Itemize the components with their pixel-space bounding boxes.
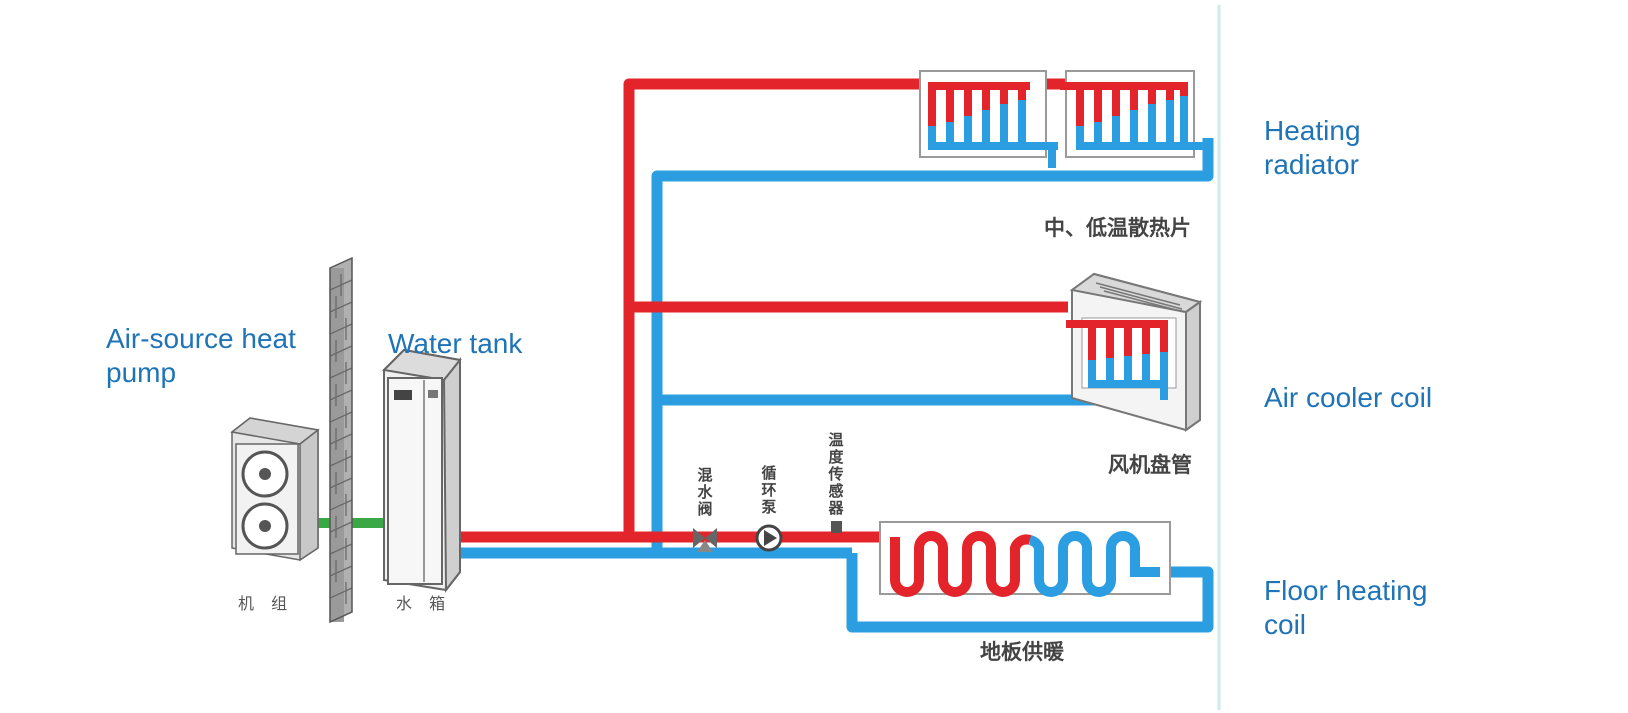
label-floor-heating-coil: Floor heating coil xyxy=(1264,575,1428,640)
radiator-unit-1 xyxy=(919,70,1058,158)
circulation-pump-icon xyxy=(755,524,783,552)
label-air-cooler-coil: Air cooler coil xyxy=(1264,382,1433,413)
label-fan-coil-zh: 风机盘管 xyxy=(1108,453,1192,477)
label-radiator-zh: 中、低温散热片 xyxy=(1044,216,1191,240)
label-heating-radiator: Heating radiator xyxy=(1264,115,1361,180)
label-water-tank: Water tank xyxy=(388,328,523,359)
label-temp-sensor-zh: 温度传感器 xyxy=(828,431,844,517)
return-floor-pipe xyxy=(846,553,1214,633)
label-circulation-pump-zh: 循环泵 xyxy=(761,464,777,516)
brick-wall xyxy=(329,256,353,624)
temp-sensor-icon xyxy=(831,521,842,533)
label-mixing-valve-zh: 混水阀 xyxy=(697,466,713,518)
return-riser-pipe xyxy=(651,138,1214,553)
return-pipes xyxy=(460,138,1214,633)
heat-pump-unit xyxy=(230,417,320,562)
water-tank-unit xyxy=(381,348,462,593)
label-tank-zh: 水 箱 xyxy=(396,594,452,613)
label-heat-pump: Air-source heat pump xyxy=(106,323,296,388)
mixing-valve-icon xyxy=(693,528,717,552)
fan-coil-unit xyxy=(1066,272,1203,432)
floor-heating-coil xyxy=(879,521,1171,597)
radiator-unit-2 xyxy=(1060,70,1208,158)
label-floor-heating-zh: 地板供暖 xyxy=(980,640,1064,664)
label-unit-zh: 机 组 xyxy=(238,594,294,613)
